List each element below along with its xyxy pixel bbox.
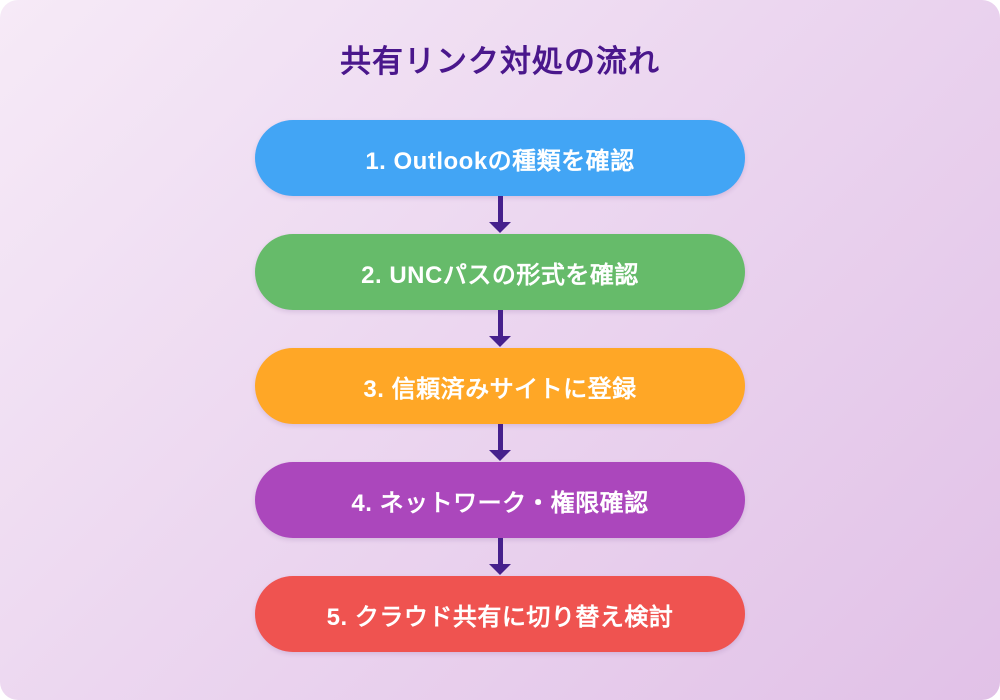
flow-arrow: [255, 196, 745, 234]
flow-step-label: 2. UNCパスの形式を確認: [361, 261, 639, 289]
arrow-down-icon: [489, 564, 511, 575]
arrow-stem: [497, 424, 503, 451]
arrow-down-icon: [489, 222, 511, 233]
flowchart: 1. Outlookの種類を確認 2. UNCパスの形式を確認 3. 信頼済みサ…: [255, 120, 745, 652]
flow-step-2: 2. UNCパスの形式を確認: [255, 234, 745, 310]
flow-step-label: 5. クラウド共有に切り替え検討: [326, 603, 674, 631]
arrow-stem: [497, 538, 503, 565]
flow-step-label: 3. 信頼済みサイトに登録: [363, 375, 637, 403]
flow-arrow: [255, 424, 745, 462]
flow-step-label: 1. Outlookの種類を確認: [365, 147, 635, 175]
flow-step-1: 1. Outlookの種類を確認: [255, 120, 745, 196]
arrow-down-icon: [489, 450, 511, 461]
page-title: 共有リンク対処の流れ: [340, 44, 660, 79]
flow-arrow: [255, 538, 745, 576]
arrow-down-icon: [489, 336, 511, 347]
flow-arrow: [255, 310, 745, 348]
flow-step-5: 5. クラウド共有に切り替え検討: [255, 576, 745, 652]
arrow-stem: [497, 196, 503, 223]
flow-step-3: 3. 信頼済みサイトに登録: [255, 348, 745, 424]
flow-step-label: 4. ネットワーク・権限確認: [351, 489, 649, 517]
arrow-stem: [497, 310, 503, 337]
flow-step-4: 4. ネットワーク・権限確認: [255, 462, 745, 538]
